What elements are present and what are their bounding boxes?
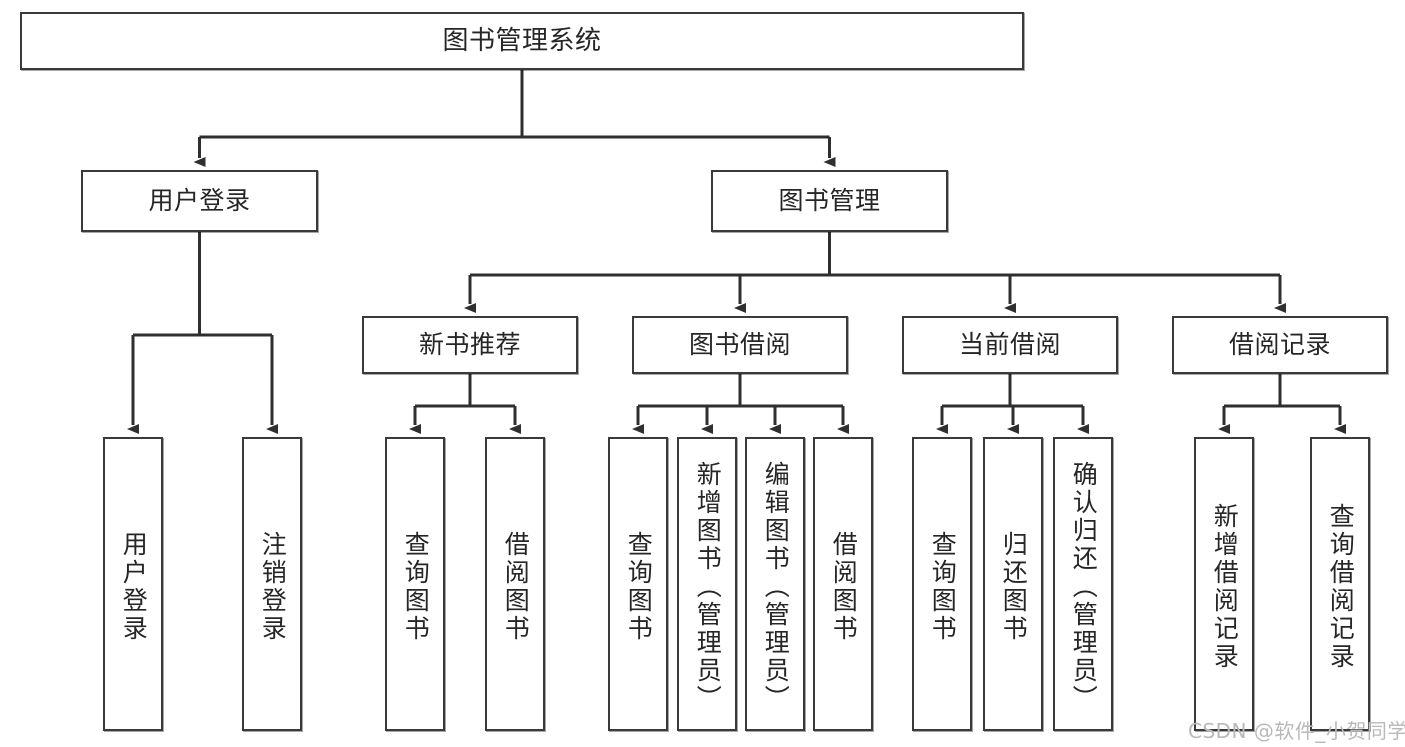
node-leaf-11[interactable]: 确认归还（管理员） <box>1053 437 1113 731</box>
node-label: 新书推荐 <box>418 330 521 360</box>
node-label: 查询图书 <box>401 531 431 643</box>
node-leaf-08[interactable]: 借阅图书 <box>813 437 873 731</box>
node-current[interactable]: 当前借阅 <box>902 316 1118 374</box>
node-leaf-10[interactable]: 归还图书 <box>983 437 1043 731</box>
node-label: 借阅记录 <box>1228 330 1331 360</box>
node-borrow[interactable]: 图书借阅 <box>632 316 848 374</box>
node-label: 图书借阅 <box>688 330 791 360</box>
node-leaf-05[interactable]: 查询图书 <box>608 437 668 731</box>
edge-paths <box>127 70 1346 434</box>
node-label: 用户登录 <box>119 531 149 643</box>
node-label: 编辑图书（管理员） <box>761 461 791 713</box>
node-leaf-02[interactable]: 注销登录 <box>242 437 302 731</box>
node-login[interactable]: 用户登录 <box>81 170 318 232</box>
node-label: 查询图书 <box>624 531 654 643</box>
node-leaf-12[interactable]: 新增借阅记录 <box>1194 437 1254 731</box>
node-label: 用户登录 <box>148 186 251 216</box>
node-label: 新增图书（管理员） <box>693 461 723 713</box>
node-label: 注销登录 <box>258 531 288 643</box>
node-label: 图书管理 <box>778 186 881 216</box>
node-label: 借阅图书 <box>829 531 859 643</box>
node-leaf-04[interactable]: 借阅图书 <box>485 437 545 731</box>
node-label: 查询借阅记录 <box>1326 503 1356 671</box>
node-leaf-13[interactable]: 查询借阅记录 <box>1310 437 1370 731</box>
node-leaf-09[interactable]: 查询图书 <box>912 437 972 731</box>
node-leaf-06[interactable]: 新增图书（管理员） <box>677 437 737 731</box>
node-newbook[interactable]: 新书推荐 <box>362 316 578 374</box>
node-label: 归还图书 <box>999 531 1029 643</box>
node-label: 确认归还（管理员） <box>1069 461 1099 713</box>
node-bookmgmt[interactable]: 图书管理 <box>711 170 948 232</box>
node-label: 查询图书 <box>928 531 958 643</box>
node-leaf-01[interactable]: 用户登录 <box>103 437 163 731</box>
node-records[interactable]: 借阅记录 <box>1172 316 1388 374</box>
node-label: 当前借阅 <box>958 330 1061 360</box>
node-label: 借阅图书 <box>501 531 531 643</box>
node-leaf-07[interactable]: 编辑图书（管理员） <box>745 437 805 731</box>
node-label: 图书管理系统 <box>442 25 602 56</box>
node-label: 新增借阅记录 <box>1210 503 1240 671</box>
node-root[interactable]: 图书管理系统 <box>20 12 1024 70</box>
node-leaf-03[interactable]: 查询图书 <box>385 437 445 731</box>
